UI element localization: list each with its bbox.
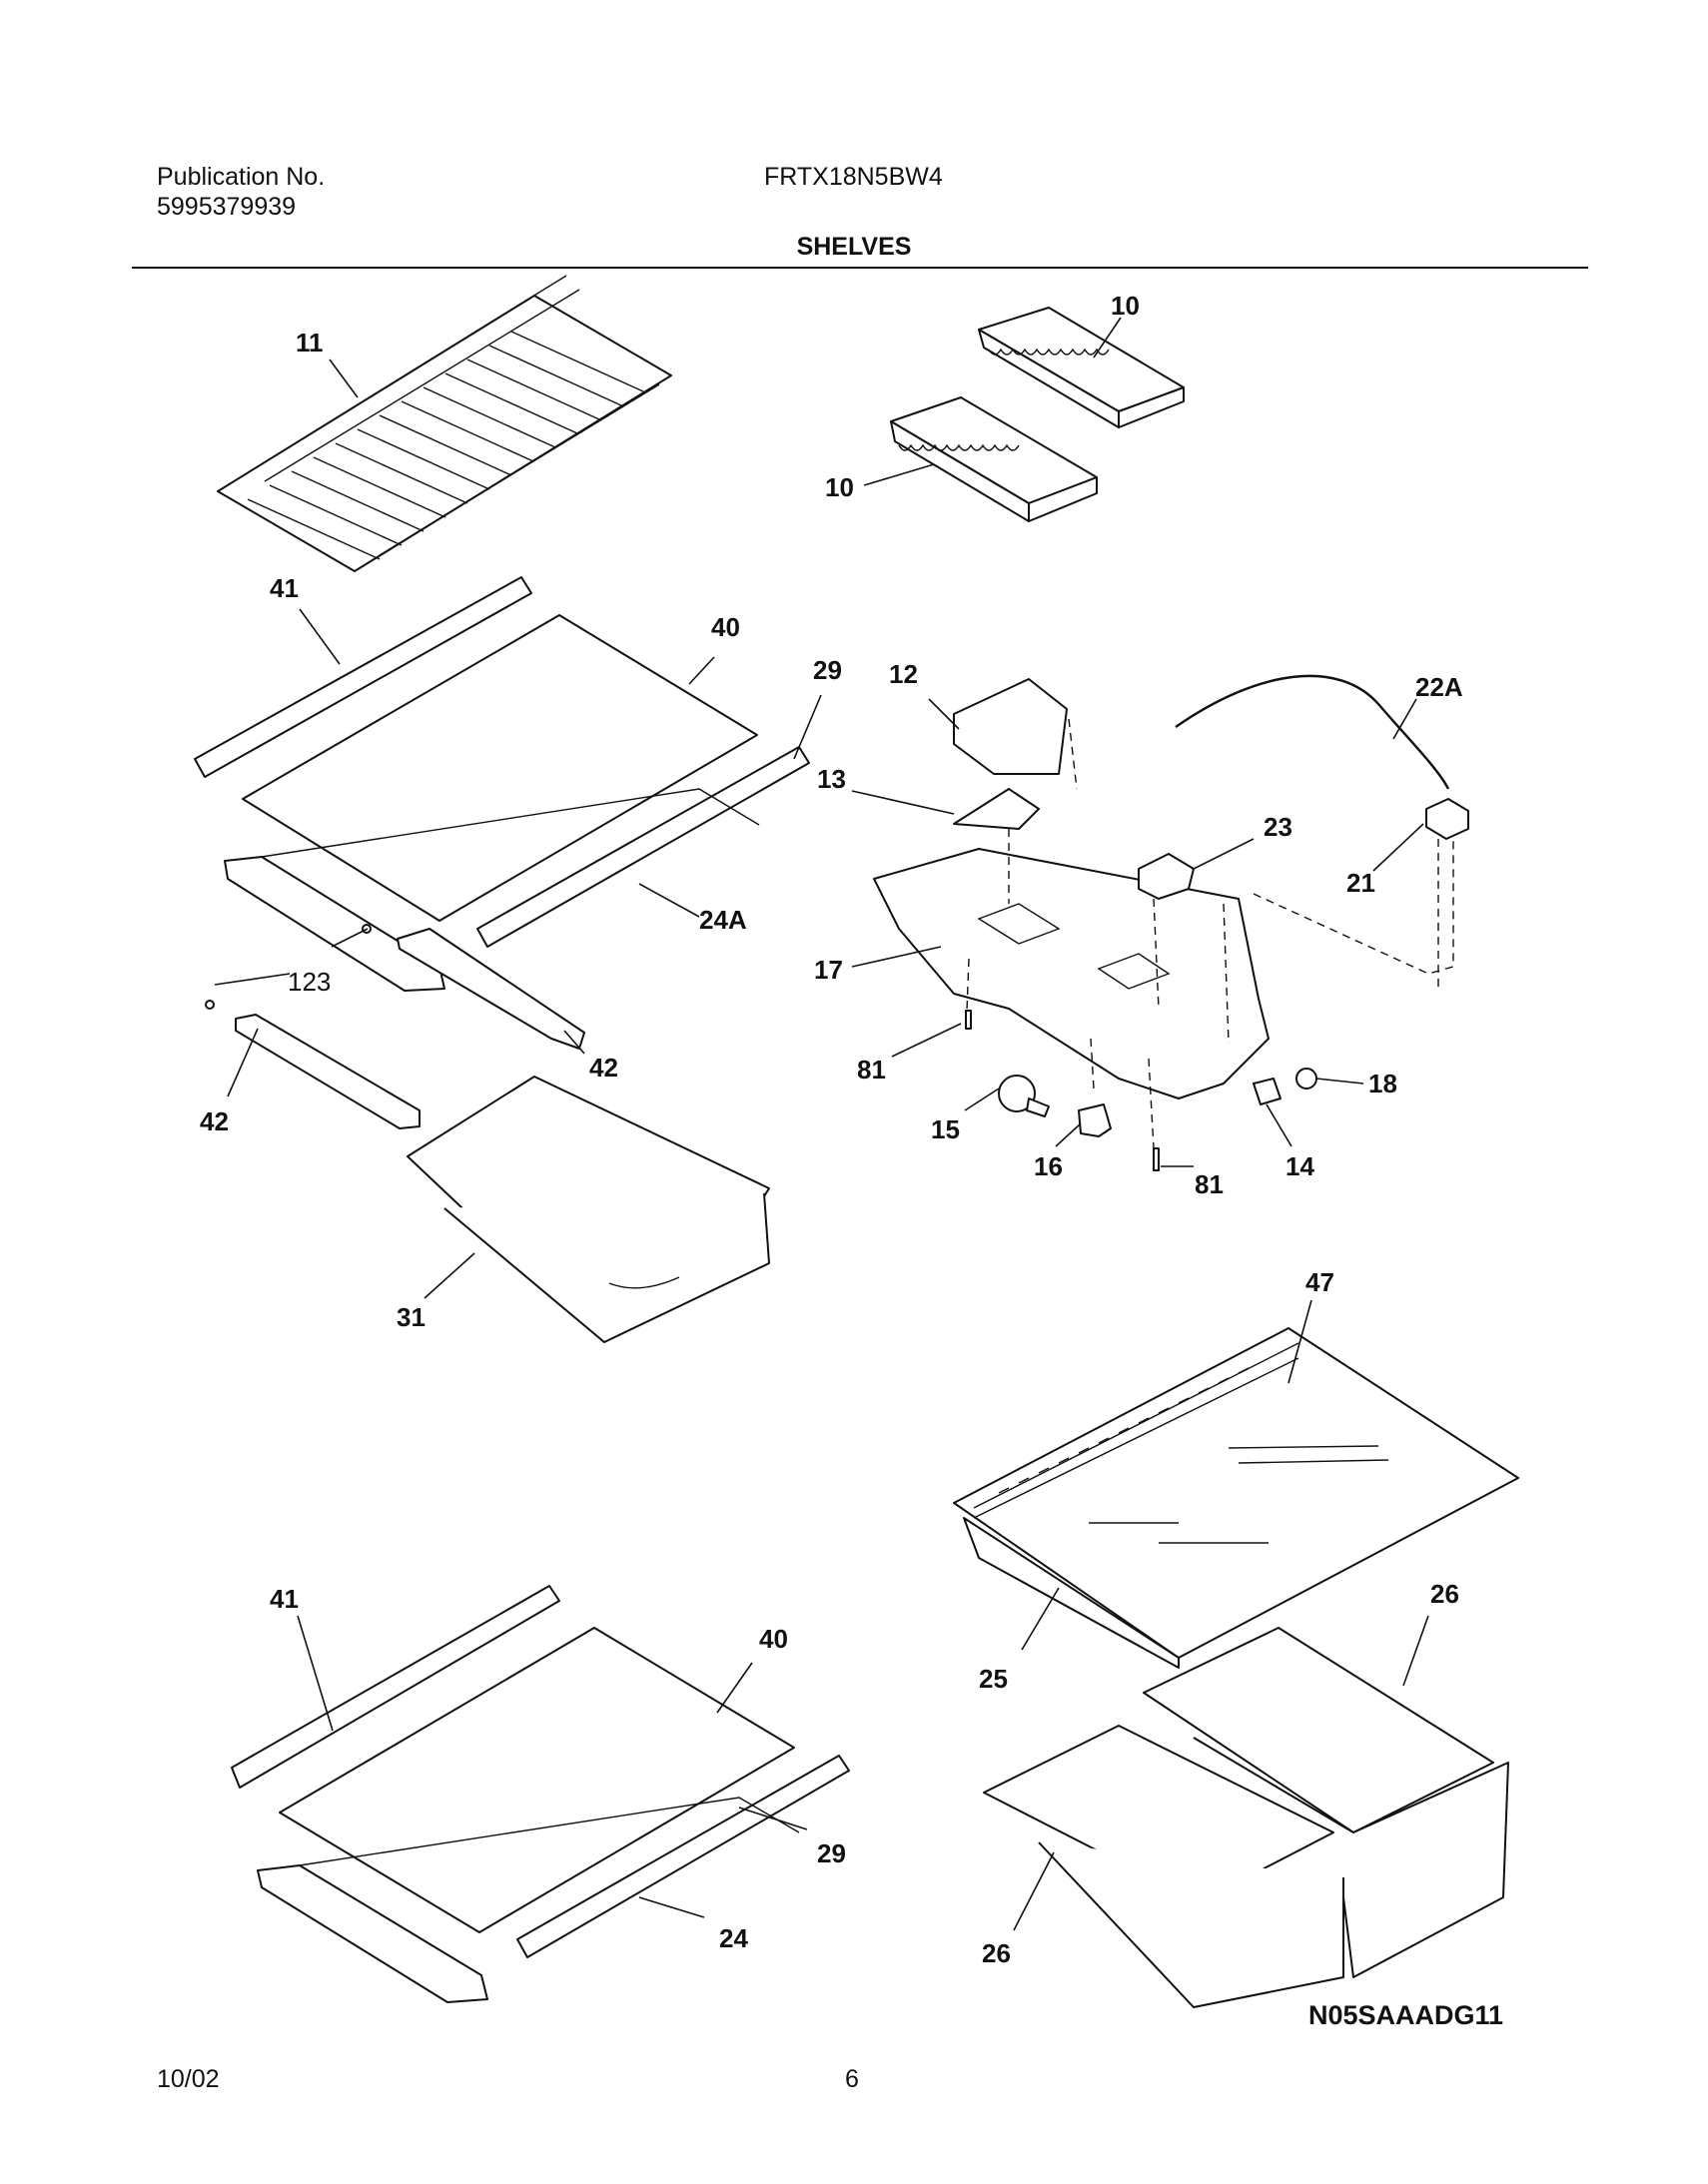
- wire-shelf-part: [217, 275, 672, 572]
- crisper-drawer-part: [1143, 1627, 1509, 1978]
- connector-part: [1425, 798, 1469, 840]
- screw-part: [965, 1010, 1160, 1171]
- footer-date: 10/02: [157, 2065, 220, 2093]
- crisper-drawer-part: [983, 1725, 1344, 2008]
- callout-10: 10: [825, 472, 854, 502]
- cable-part: [1175, 674, 1450, 790]
- callout-29: 29: [813, 655, 842, 685]
- shelf-trim-rear-part: [516, 1755, 850, 1958]
- callout-24: 24: [719, 1923, 748, 1953]
- callout-10: 10: [1111, 291, 1140, 321]
- callout-18: 18: [1368, 1069, 1397, 1098]
- callout-14: 14: [1285, 1151, 1314, 1181]
- callout-21: 21: [1346, 868, 1375, 898]
- callout-17: 17: [814, 955, 843, 985]
- callout-40: 40: [711, 612, 740, 642]
- ice-tray-part: [978, 307, 1185, 428]
- callout-labels: 11 10 10 41 40 29 24A 123 42 42 31 12 22…: [200, 291, 1463, 1968]
- glass-shelf-part: [279, 1627, 795, 1933]
- thermostat-part: [1138, 853, 1195, 900]
- callout-41: 41: [270, 573, 299, 603]
- knob-part: [1295, 1068, 1317, 1090]
- callout-23: 23: [1264, 812, 1292, 842]
- shelf-trim-rear-part: [476, 746, 810, 948]
- crisper-cover-part: [953, 1327, 1519, 1659]
- dashed-mount-lines: [966, 718, 1454, 1149]
- leader-lines: [214, 317, 1429, 1931]
- bulb-part: [998, 1075, 1050, 1117]
- callout-29: 29: [817, 1838, 846, 1868]
- callout-25: 25: [979, 1664, 1008, 1694]
- callout-13: 13: [817, 764, 846, 794]
- callout-24A: 24A: [699, 905, 747, 935]
- model-number: FRTX18N5BW4: [764, 163, 943, 191]
- shelf-frame-part: [224, 788, 760, 1050]
- callout-22A: 22A: [1415, 672, 1463, 702]
- section-title: SHELVES: [796, 233, 912, 261]
- cover-frame-part: [963, 1517, 1180, 1669]
- callout-47: 47: [1305, 1267, 1334, 1297]
- shelf-support-part: [235, 1014, 421, 1129]
- shelf-trim-front-part: [231, 1585, 560, 1789]
- callout-42: 42: [200, 1106, 229, 1136]
- callout-40: 40: [759, 1624, 788, 1654]
- diagram-code: N05SAAADG11: [1308, 2000, 1504, 2030]
- callout-15: 15: [931, 1114, 960, 1144]
- crisper-pan-part: [407, 1076, 770, 1343]
- callout-31: 31: [397, 1302, 426, 1332]
- publication-label: Publication No.: [157, 163, 326, 191]
- callout-12: 12: [889, 659, 918, 689]
- publication-number: 5995379939: [157, 193, 297, 221]
- shelf-trim-front-part: [194, 576, 532, 778]
- switch-part: [1253, 1078, 1281, 1105]
- callout-81: 81: [857, 1055, 886, 1085]
- page-number: 6: [845, 2065, 859, 2093]
- callout-41: 41: [270, 1584, 299, 1614]
- callout-11: 11: [296, 328, 324, 358]
- damper-part: [953, 788, 1040, 830]
- ice-tray-part: [890, 396, 1098, 522]
- light-socket-part: [1078, 1103, 1112, 1137]
- light-shield-part: [953, 678, 1068, 775]
- header-divider: [132, 267, 1588, 269]
- callout-16: 16: [1034, 1151, 1063, 1181]
- glass-shelf-part: [242, 614, 758, 922]
- control-housing-part: [873, 848, 1270, 1099]
- callout-26: 26: [982, 1938, 1011, 1968]
- callout-26: 26: [1430, 1579, 1459, 1609]
- callout-81: 81: [1195, 1169, 1224, 1199]
- callout-123: 123: [288, 967, 331, 997]
- callout-42: 42: [589, 1053, 618, 1083]
